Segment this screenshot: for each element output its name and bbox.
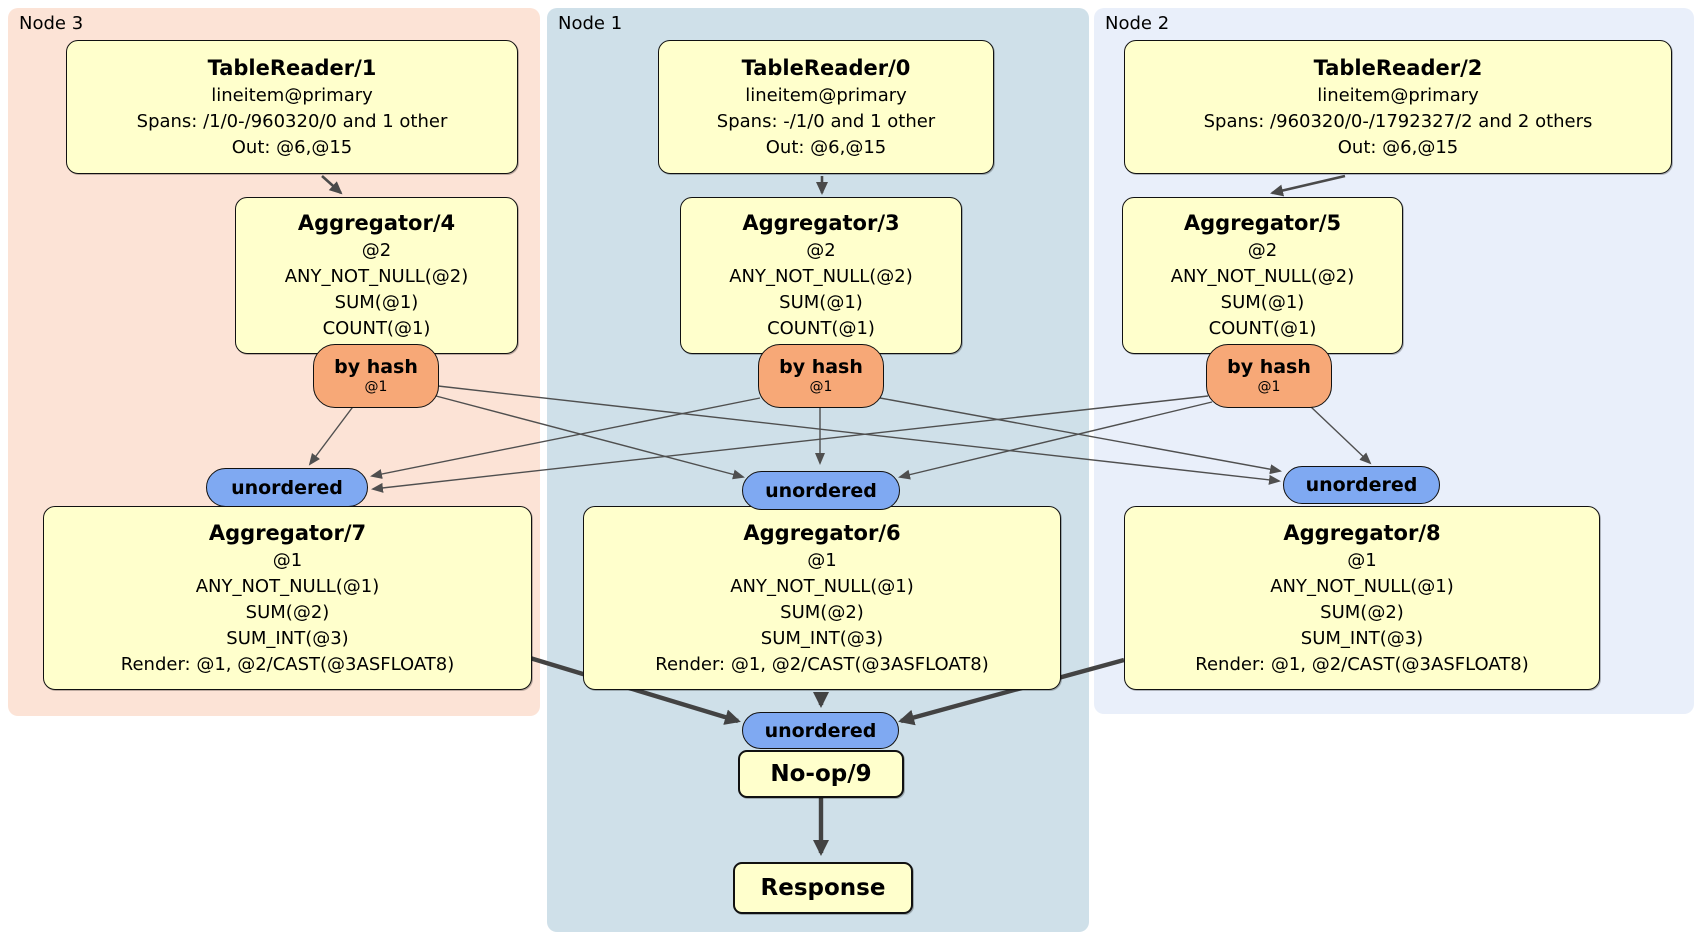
region-node3-label: Node 3 [19,13,84,34]
router-by-hash-node1: by hash @1 [758,344,884,408]
processor-aggregator-6: Aggregator/6 @1 ANY_NOT_NULL(@1) SUM(@2)… [583,506,1061,690]
processor-aggregator-5: Aggregator/5 @2 ANY_NOT_NULL(@2) SUM(@1)… [1122,197,1403,354]
processor-line: @2 [806,240,836,261]
router-detail: @1 [809,379,833,395]
processor-tablereader-2: TableReader/2 lineitem@primary Spans: /9… [1124,40,1672,174]
router-label: by hash [1227,356,1311,378]
processor-line: COUNT(@1) [1208,318,1317,339]
processor-title: Aggregator/4 [297,211,456,235]
sync-unordered-final: unordered [742,712,899,749]
processor-aggregator-8: Aggregator/8 @1 ANY_NOT_NULL(@1) SUM(@2)… [1124,506,1600,690]
processor-line: @1 [1347,549,1377,571]
processor-line: Render: @1, @2/CAST(@3ASFLOAT8) [655,653,989,675]
processor-line: COUNT(@1) [322,318,431,339]
processor-line: ANY_NOT_NULL(@1) [195,575,380,597]
processor-line: SUM(@1) [1220,292,1305,313]
processor-line: Out: @6,@15 [765,136,887,158]
region-node2-label: Node 2 [1105,13,1170,34]
processor-response: Response [733,862,913,914]
processor-title: TableReader/1 [207,55,377,80]
processor-line: COUNT(@1) [767,318,875,339]
processor-line: lineitem@primary [211,84,373,106]
processor-aggregator-4: Aggregator/4 @2 ANY_NOT_NULL(@2) SUM(@1)… [235,197,518,354]
router-detail: @1 [364,379,388,395]
processor-title: Aggregator/7 [208,520,367,545]
processor-title: Aggregator/3 [742,211,900,235]
router-detail: @1 [1257,379,1281,395]
processor-line: lineitem@primary [1317,84,1479,106]
processor-title: Aggregator/8 [1283,520,1441,545]
processor-title: Aggregator/5 [1183,211,1342,235]
processor-line: ANY_NOT_NULL(@2) [284,266,469,287]
processor-line: Out: @6,@15 [1337,136,1459,158]
processor-title: TableReader/2 [1313,55,1483,80]
processor-line: @2 [361,240,392,261]
processor-line: SUM(@2) [780,601,864,623]
processor-line: SUM_INT(@3) [1300,627,1424,649]
processor-line: Render: @1, @2/CAST(@3ASFLOAT8) [120,653,455,675]
processor-title: Aggregator/6 [743,520,901,545]
processor-line: SUM_INT(@3) [226,627,349,649]
router-by-hash-node3: by hash @1 [313,344,439,408]
processor-line: @1 [807,549,837,571]
region-node1-label: Node 1 [558,13,623,34]
processor-aggregator-7: Aggregator/7 @1 ANY_NOT_NULL(@1) SUM(@2)… [43,506,532,690]
processor-line: Spans: /960320/0-/1792327/2 and 2 others [1203,110,1593,132]
processor-line: Out: @6,@15 [231,136,353,158]
processor-title: TableReader/0 [741,55,911,80]
processor-line: ANY_NOT_NULL(@1) [1270,575,1454,597]
processor-line: @1 [272,549,303,571]
processor-tablereader-0: TableReader/0 lineitem@primary Spans: -/… [658,40,994,174]
processor-line: ANY_NOT_NULL(@2) [729,266,913,287]
processor-line: SUM(@1) [334,292,419,313]
router-label: by hash [779,356,863,378]
processor-aggregator-3: Aggregator/3 @2 ANY_NOT_NULL(@2) SUM(@1)… [680,197,962,354]
processor-line: SUM(@1) [779,292,863,313]
processor-line: lineitem@primary [745,84,907,106]
processor-noop-9: No-op/9 [738,750,904,798]
processor-line: Spans: /1/0-/960320/0 and 1 other [136,110,448,132]
processor-line: ANY_NOT_NULL(@1) [730,575,914,597]
router-by-hash-node2: by hash @1 [1206,344,1332,408]
sync-unordered-node3: unordered [206,468,368,507]
sync-unordered-node2: unordered [1283,466,1440,504]
sync-unordered-node1: unordered [742,471,900,510]
router-label: by hash [334,356,418,378]
processor-line: Render: @1, @2/CAST(@3ASFLOAT8) [1195,653,1529,675]
processor-title: Response [760,874,886,901]
processor-tablereader-1: TableReader/1 lineitem@primary Spans: /1… [66,40,518,174]
processor-line: Spans: -/1/0 and 1 other [716,110,936,132]
processor-line: @2 [1247,240,1278,261]
processor-title: No-op/9 [770,760,872,787]
processor-line: ANY_NOT_NULL(@2) [1170,266,1355,287]
processor-line: SUM(@2) [245,601,330,623]
processor-line: SUM_INT(@3) [760,627,884,649]
processor-line: SUM(@2) [1320,601,1404,623]
